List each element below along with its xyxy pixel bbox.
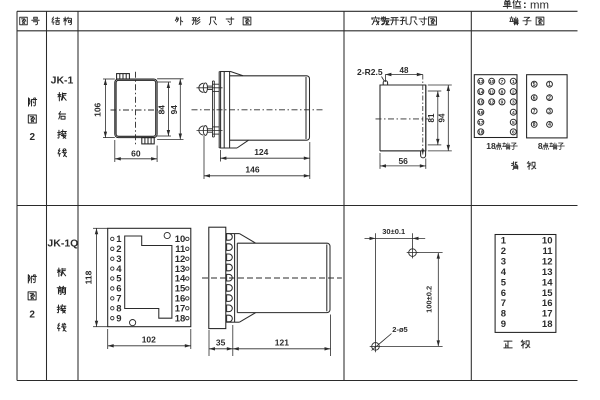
svg-text:94: 94 (169, 105, 179, 115)
svg-text:121: 121 (275, 338, 289, 348)
svg-text:16: 16 (542, 298, 553, 309)
svg-text:60: 60 (131, 148, 141, 158)
svg-text:8: 8 (533, 122, 536, 128)
svg-text:13: 13 (478, 79, 484, 85)
svg-text:10: 10 (542, 235, 553, 246)
svg-text:17: 17 (175, 303, 186, 314)
svg-text:13: 13 (175, 264, 186, 275)
svg-text:4: 4 (512, 110, 515, 116)
svg-text:2: 2 (548, 95, 551, 101)
svg-text:146: 146 (245, 165, 259, 175)
svg-text:17: 17 (542, 309, 553, 320)
svg-text:13: 13 (542, 267, 553, 278)
svg-text:3: 3 (501, 256, 506, 267)
svg-text:9: 9 (501, 100, 504, 106)
svg-text:9: 9 (501, 319, 506, 330)
svg-text:14: 14 (478, 89, 484, 95)
svg-text:100±0.2: 100±0.2 (425, 286, 434, 313)
svg-text:15: 15 (478, 100, 484, 106)
svg-text:12: 12 (175, 254, 186, 265)
svg-text:2: 2 (30, 132, 36, 143)
svg-text:6: 6 (533, 95, 536, 101)
svg-text:15: 15 (542, 288, 553, 299)
svg-text:8: 8 (501, 89, 504, 95)
svg-text:30±0.1: 30±0.1 (382, 227, 405, 236)
svg-text:16: 16 (478, 110, 484, 116)
svg-text:8: 8 (116, 303, 121, 314)
svg-text:3: 3 (548, 109, 551, 115)
svg-text:4: 4 (501, 267, 507, 278)
svg-text:1: 1 (501, 235, 507, 246)
svg-text:94: 94 (438, 113, 447, 122)
svg-text:7: 7 (533, 109, 536, 115)
svg-text:11: 11 (542, 246, 553, 257)
svg-text::: : (523, 0, 527, 11)
svg-text:8: 8 (538, 141, 543, 151)
svg-text:mm: mm (530, 0, 549, 11)
svg-text:4: 4 (548, 122, 551, 128)
svg-text:9: 9 (116, 313, 121, 324)
svg-text:2: 2 (116, 244, 121, 255)
svg-text:48: 48 (400, 66, 409, 75)
svg-text:11: 11 (489, 89, 494, 95)
svg-text:17: 17 (478, 120, 484, 126)
svg-text:16: 16 (175, 294, 186, 305)
svg-text:2-ø5: 2-ø5 (392, 325, 407, 334)
svg-text:12: 12 (489, 100, 495, 106)
svg-text:18: 18 (478, 130, 484, 136)
svg-text:18: 18 (542, 319, 553, 330)
svg-text:14: 14 (542, 277, 553, 288)
svg-text:2: 2 (512, 89, 515, 95)
svg-text:10: 10 (175, 234, 186, 245)
svg-text:11: 11 (175, 244, 186, 255)
svg-text:1: 1 (116, 234, 122, 245)
svg-text:7: 7 (501, 298, 506, 309)
svg-text:5: 5 (116, 274, 122, 285)
svg-text:14: 14 (175, 274, 186, 285)
svg-text:7: 7 (501, 79, 504, 85)
svg-text:18: 18 (175, 313, 186, 324)
svg-text:5: 5 (512, 120, 515, 126)
svg-text:18: 18 (486, 141, 496, 151)
svg-text:8: 8 (501, 309, 506, 320)
svg-text:6: 6 (501, 288, 506, 299)
svg-text:6: 6 (512, 130, 515, 136)
svg-text:5: 5 (533, 82, 536, 88)
svg-text:JK-1Q: JK-1Q (47, 238, 78, 250)
svg-text:2-R2.5: 2-R2.5 (357, 67, 383, 77)
svg-text:15: 15 (175, 284, 186, 295)
svg-text:102: 102 (142, 335, 156, 345)
svg-text:106: 106 (92, 102, 102, 116)
svg-text:35: 35 (216, 338, 226, 348)
svg-text:12: 12 (542, 256, 553, 267)
svg-text:5: 5 (501, 277, 507, 288)
svg-text:6: 6 (116, 284, 121, 295)
svg-text:84: 84 (156, 105, 166, 115)
svg-text:81: 81 (427, 113, 436, 122)
svg-text:56: 56 (398, 156, 408, 166)
svg-text:4: 4 (116, 264, 122, 275)
svg-text:10: 10 (489, 79, 495, 85)
svg-text:JK-1: JK-1 (51, 74, 74, 86)
svg-text:3: 3 (512, 100, 515, 106)
svg-text:1: 1 (548, 82, 551, 88)
svg-text:118: 118 (83, 270, 93, 284)
svg-text:1: 1 (512, 79, 515, 85)
svg-text:7: 7 (116, 294, 121, 305)
svg-text:2: 2 (29, 310, 35, 321)
svg-text:2: 2 (501, 246, 506, 257)
svg-text:124: 124 (254, 147, 268, 157)
svg-text:3: 3 (116, 254, 121, 265)
